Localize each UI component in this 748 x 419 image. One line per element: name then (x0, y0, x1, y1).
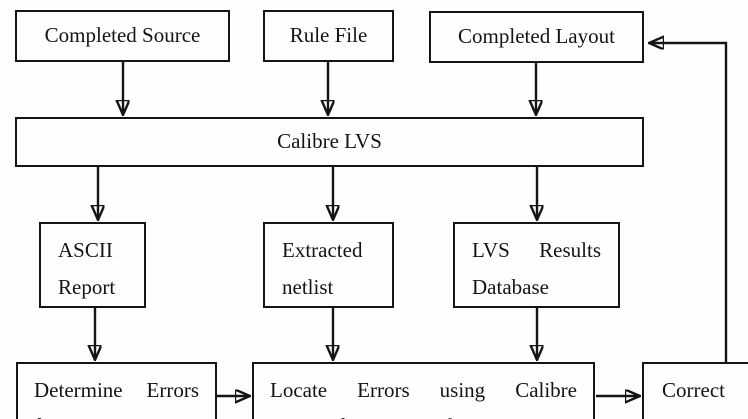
node-correct-errors: Correct Layout Errors (642, 362, 748, 419)
node-completed-source: Completed Source (15, 10, 230, 62)
node-determine-errors-line2: from Report (18, 408, 215, 419)
node-extracted-netlist: Extracted netlist (263, 222, 394, 308)
node-lvs-results-database: LVS Results Database (453, 222, 620, 308)
node-locate-errors-line2: RVE and Layout Tools (254, 408, 593, 419)
node-rule-file: Rule File (263, 10, 394, 62)
node-lvs-results-database-line1: LVS Results (472, 238, 601, 262)
node-correct-errors-line2: Layout Errors (644, 408, 748, 419)
node-extracted-netlist-line1: Extracted (282, 238, 363, 262)
node-ascii-report: ASCII Report (39, 222, 146, 308)
node-determine-errors: Determine Errors from Report (16, 362, 217, 419)
node-calibre-lvs-label: Calibre LVS (277, 129, 382, 154)
node-correct-errors-line1: Correct (662, 378, 725, 402)
node-determine-errors-line1: Determine Errors (34, 378, 199, 402)
node-ascii-report-line2: Report (58, 275, 116, 299)
node-locate-errors-line1: Locate Errors using Calibre (270, 378, 577, 402)
node-rule-file-label: Rule File (289, 23, 368, 48)
node-completed-layout: Completed Layout (429, 11, 644, 63)
node-locate-errors: Locate Errors using Calibre RVE and Layo… (252, 362, 595, 419)
node-calibre-lvs: Calibre LVS (15, 117, 644, 167)
node-completed-layout-label: Completed Layout (458, 24, 615, 49)
node-ascii-report-line1: ASCII (58, 238, 113, 262)
node-extracted-netlist-line2: netlist (282, 275, 334, 299)
arrow-correct-to-layout-feedback (650, 43, 728, 362)
node-lvs-results-database-line2: Database (472, 275, 549, 299)
node-completed-source-label: Completed Source (44, 23, 201, 48)
